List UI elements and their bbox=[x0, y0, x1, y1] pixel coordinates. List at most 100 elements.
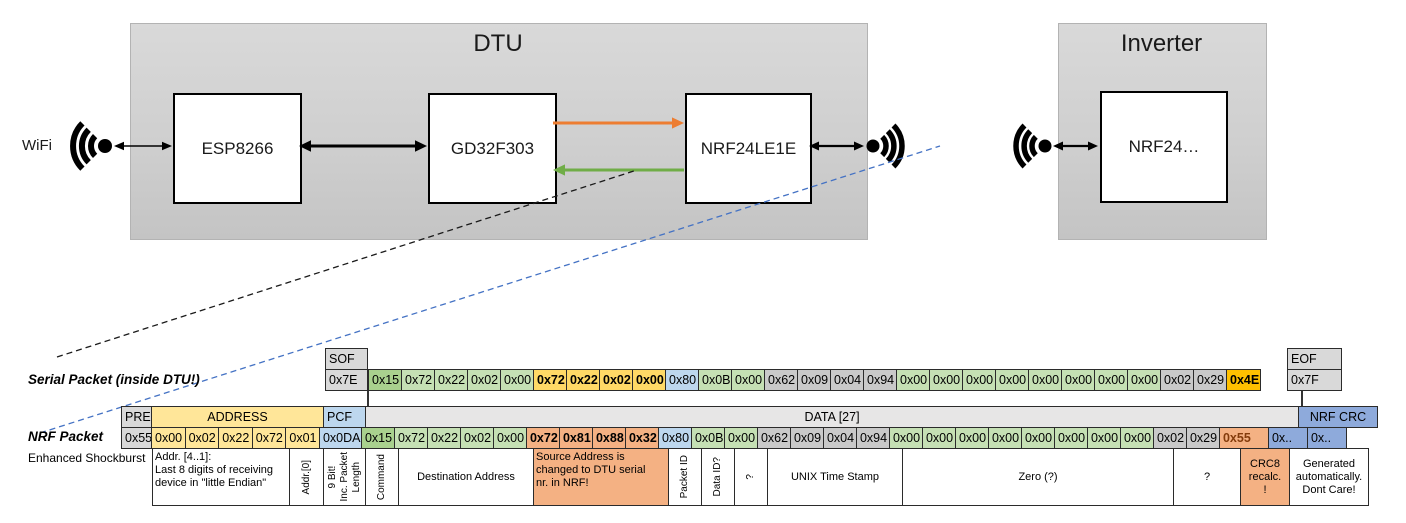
packet-byte-cell: 0x00 bbox=[987, 427, 1022, 449]
packet-byte-cell: 0x04 bbox=[822, 427, 857, 449]
packet-byte-cell: 0x72 bbox=[533, 369, 567, 391]
inverter-title: Inverter bbox=[1120, 30, 1203, 57]
serial-sof-value: 0x7E bbox=[325, 369, 368, 391]
packet-byte-cell: 0x00 bbox=[723, 427, 758, 449]
annotation-cell: Command bbox=[365, 448, 399, 506]
wifi-icon-left bbox=[70, 121, 112, 171]
annotation-cell: Addr. [4..1]: Last 8 digits of receiving… bbox=[152, 448, 290, 506]
packet-byte-cell: 0x.. bbox=[1306, 427, 1347, 449]
annotation-cell: Packet ID bbox=[668, 448, 702, 506]
packet-byte-cell: 0x01 bbox=[285, 427, 320, 449]
serial-eof-header: EOF bbox=[1287, 348, 1342, 370]
packet-byte-cell: 0x09 bbox=[789, 427, 824, 449]
packet-byte-cell: 0x72 bbox=[393, 427, 428, 449]
annotation-cell: 9 Bit! Inc. Packet Length bbox=[323, 448, 366, 506]
nrf-annotation-row: Addr. [4..1]: Last 8 digits of receiving… bbox=[152, 448, 1369, 506]
packet-byte-cell: 0x00 bbox=[962, 369, 996, 391]
packet-byte-cell: 0x02 bbox=[467, 369, 501, 391]
packet-byte-cell: 0x72 bbox=[525, 427, 560, 449]
serial-packet-label: Serial Packet (inside DTU!) bbox=[28, 372, 200, 387]
packet-byte-cell: 0x0B bbox=[698, 369, 732, 391]
wifi-icon-inverter-left bbox=[1013, 123, 1052, 169]
wifi-icon-dtu-right bbox=[866, 123, 905, 169]
packet-byte-cell: 0x72 bbox=[251, 427, 287, 449]
chip-gd32f303-label: GD32F303 bbox=[450, 138, 535, 158]
packet-byte-cell: 0x00 bbox=[492, 427, 527, 449]
packet-byte-cell: 0x55 bbox=[1218, 427, 1269, 449]
packet-byte-cell: 0x02 bbox=[184, 427, 220, 449]
packet-byte-cell: 0x00 bbox=[1053, 427, 1088, 449]
packet-header-cell: PCF bbox=[323, 406, 366, 428]
packet-byte-cell: 0x02 bbox=[599, 369, 633, 391]
packet-byte-cell: 0x02 bbox=[459, 427, 494, 449]
packet-header-cell: DATA [27] bbox=[365, 406, 1299, 428]
sof-header-cell: SOF bbox=[325, 348, 368, 370]
annotation-cell: Addr.[0] bbox=[289, 448, 324, 506]
packet-byte-cell: 0x00 bbox=[1119, 427, 1154, 449]
packet-header-cell: PRE bbox=[121, 406, 152, 428]
packet-byte-cell: 0x00 bbox=[888, 427, 923, 449]
packet-byte-cell: 0x55 bbox=[121, 427, 152, 449]
packet-byte-cell: 0x02 bbox=[1160, 369, 1194, 391]
chip-nrf24-inverter-label: NRF24… bbox=[1128, 137, 1200, 156]
packet-byte-cell: 0x22 bbox=[434, 369, 468, 391]
packet-byte-cell: 0x00 bbox=[1086, 427, 1121, 449]
packet-byte-cell: 0x22 bbox=[218, 427, 253, 449]
serial-eof-value: 0x7F bbox=[1287, 369, 1342, 391]
packet-byte-cell: 0x94 bbox=[855, 427, 890, 449]
packet-byte-cell: 0x04 bbox=[830, 369, 864, 391]
sof-value-cell: 0x7E bbox=[325, 369, 368, 391]
packet-byte-cell: 0x15 bbox=[368, 369, 402, 391]
serial-sof-header: SOF bbox=[325, 348, 368, 370]
chip-nrf24le1e-label: NRF24LE1E bbox=[700, 138, 797, 158]
chip-nrf24-inverter: NRF24… bbox=[1100, 91, 1228, 203]
packet-byte-cell: 0x.. bbox=[1267, 427, 1308, 449]
packet-byte-cell: 0x0DA bbox=[318, 427, 362, 449]
packet-byte-cell: 0x29 bbox=[1193, 369, 1227, 391]
packet-byte-cell: 0x80 bbox=[665, 369, 699, 391]
packet-byte-cell: 0x00 bbox=[954, 427, 989, 449]
chip-gd32f303: GD32F303 bbox=[428, 93, 557, 204]
annotation-cell: ? bbox=[1173, 448, 1241, 506]
chip-esp8266: ESP8266 bbox=[173, 93, 302, 204]
dtu-title: DTU bbox=[473, 30, 523, 57]
packet-byte-cell: 0x00 bbox=[151, 427, 186, 449]
packet-byte-cell: 0x32 bbox=[624, 427, 659, 449]
packet-byte-cell: 0x00 bbox=[929, 369, 963, 391]
packet-byte-cell: 0x22 bbox=[426, 427, 461, 449]
annotation-cell: Zero (?) bbox=[902, 448, 1174, 506]
packet-byte-cell: 0x02 bbox=[1152, 427, 1187, 449]
enhanced-shockburst-label: Enhanced Shockburst bbox=[28, 451, 146, 465]
packet-byte-cell: 0x00 bbox=[731, 369, 765, 391]
packet-byte-cell: 0x62 bbox=[756, 427, 791, 449]
annotation-cell: ? bbox=[734, 448, 768, 506]
packet-byte-cell: 0x88 bbox=[591, 427, 626, 449]
packet-byte-cell: 0x22 bbox=[566, 369, 600, 391]
annotation-cell: Source Address is changed to DTU serial … bbox=[533, 448, 669, 506]
eof-value-cell: 0x7F bbox=[1287, 369, 1342, 391]
annotation-cell: Generated automatically. Dont Care! bbox=[1289, 448, 1369, 506]
packet-byte-cell: 0x72 bbox=[401, 369, 435, 391]
packet-byte-cell: 0x62 bbox=[764, 369, 798, 391]
chip-nrf24le1e: NRF24LE1E bbox=[685, 93, 812, 204]
packet-byte-cell: 0x00 bbox=[1094, 369, 1128, 391]
annotation-cell: CRC8 recalc. ! bbox=[1240, 448, 1290, 506]
chip-esp8266-label: ESP8266 bbox=[201, 138, 274, 158]
annotation-cell: Data ID? bbox=[701, 448, 735, 506]
wifi-label: WiFi bbox=[22, 137, 52, 154]
eof-header-cell: EOF bbox=[1287, 348, 1342, 370]
packet-byte-cell: 0x81 bbox=[558, 427, 593, 449]
packet-header-cell: NRF CRC bbox=[1298, 406, 1378, 428]
nrf-packet-label: NRF Packet bbox=[28, 429, 104, 444]
packet-byte-cell: 0x00 bbox=[632, 369, 666, 391]
packet-byte-cell: 0x00 bbox=[896, 369, 930, 391]
packet-byte-cell: 0x0B bbox=[690, 427, 725, 449]
packet-byte-cell: 0x00 bbox=[500, 369, 534, 391]
packet-byte-cell: 0x00 bbox=[1020, 427, 1055, 449]
packet-byte-cell: 0x15 bbox=[360, 427, 395, 449]
packet-byte-cell: 0x00 bbox=[921, 427, 956, 449]
